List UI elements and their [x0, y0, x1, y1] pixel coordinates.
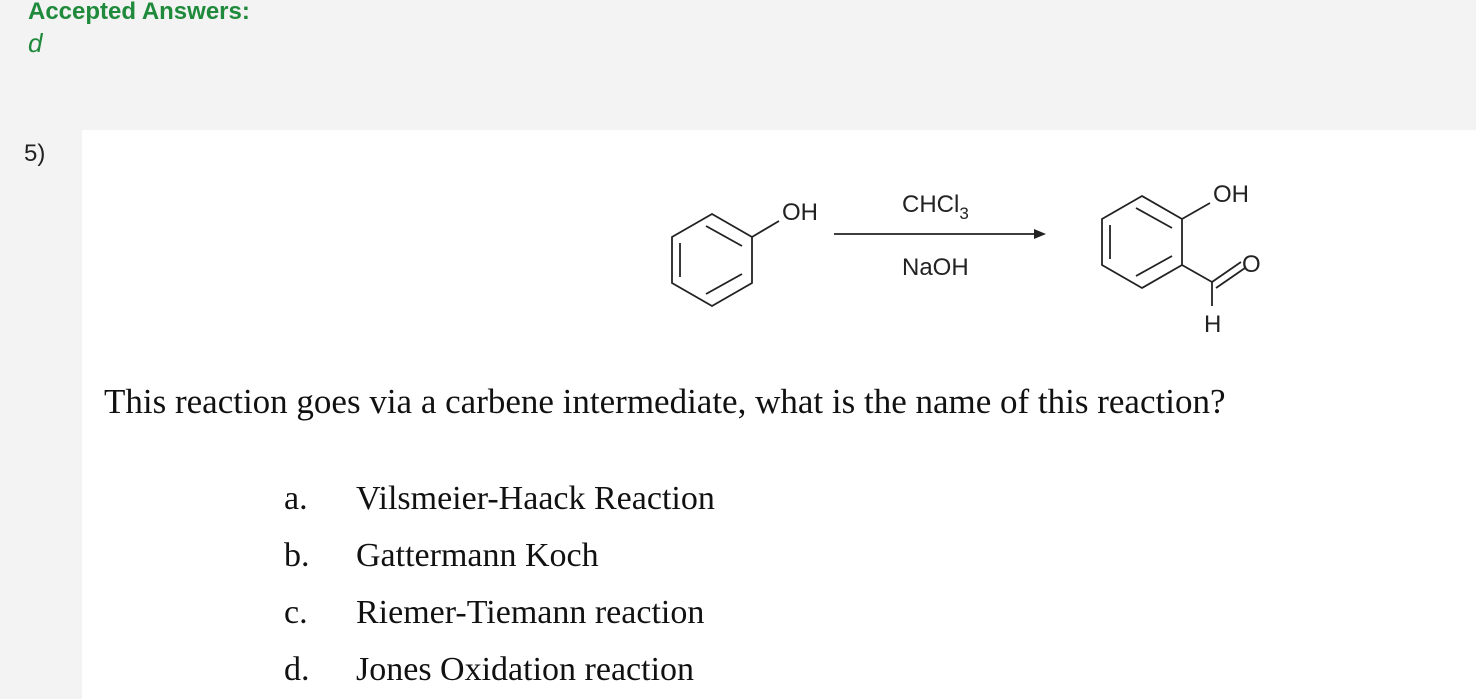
- option-text: Jones Oxidation reaction: [356, 651, 695, 688]
- option-letter: a.: [284, 480, 308, 517]
- question-text: This reaction goes via a carbene interme…: [104, 382, 1226, 421]
- reagent-naoh: NaOH: [902, 254, 969, 281]
- reaction-scheme: OH CHCl3 NaOH: [622, 150, 1262, 350]
- option-letter: c.: [284, 594, 308, 631]
- product-aldehyde-h-label: H: [1204, 311, 1221, 338]
- phenol-structure: [671, 212, 780, 308]
- reaction-scheme-drawing: OH CHCl3 NaOH: [671, 181, 1261, 338]
- answer-option-a[interactable]: a. Vilsmeier-Haack Reaction: [284, 470, 715, 527]
- reagent-chloroform: CHCl3: [902, 191, 969, 223]
- product-carbonyl-o-label: O: [1242, 251, 1261, 278]
- salicylaldehyde-structure: [1101, 194, 1246, 306]
- accepted-answers-label: Accepted Answers:: [28, 0, 250, 25]
- answer-option-c[interactable]: c. Riemer-Tiemann reaction: [284, 584, 715, 641]
- answer-option-b[interactable]: b. Gattermann Koch: [284, 527, 715, 584]
- answer-options: a. Vilsmeier-Haack Reaction b. Gattermann …: [284, 470, 715, 698]
- option-letter: d.: [284, 651, 310, 688]
- product-oh-label: OH: [1213, 181, 1249, 208]
- option-text: Vilsmeier-Haack Reaction: [356, 480, 715, 517]
- accepted-answers-value: d: [28, 28, 43, 58]
- option-text: Riemer-Tiemann reaction: [356, 594, 705, 631]
- question-panel: OH CHCl3 NaOH: [82, 130, 1476, 699]
- reaction-arrow: [834, 229, 1046, 239]
- phenol-oh-label: OH: [782, 199, 818, 226]
- question-number: 5): [24, 140, 46, 167]
- option-text: Gattermann Koch: [356, 537, 599, 574]
- accepted-answers: Accepted Answers: d: [28, 0, 250, 58]
- answer-option-d[interactable]: d. Jones Oxidation reaction: [284, 641, 715, 698]
- option-letter: b.: [284, 537, 310, 574]
